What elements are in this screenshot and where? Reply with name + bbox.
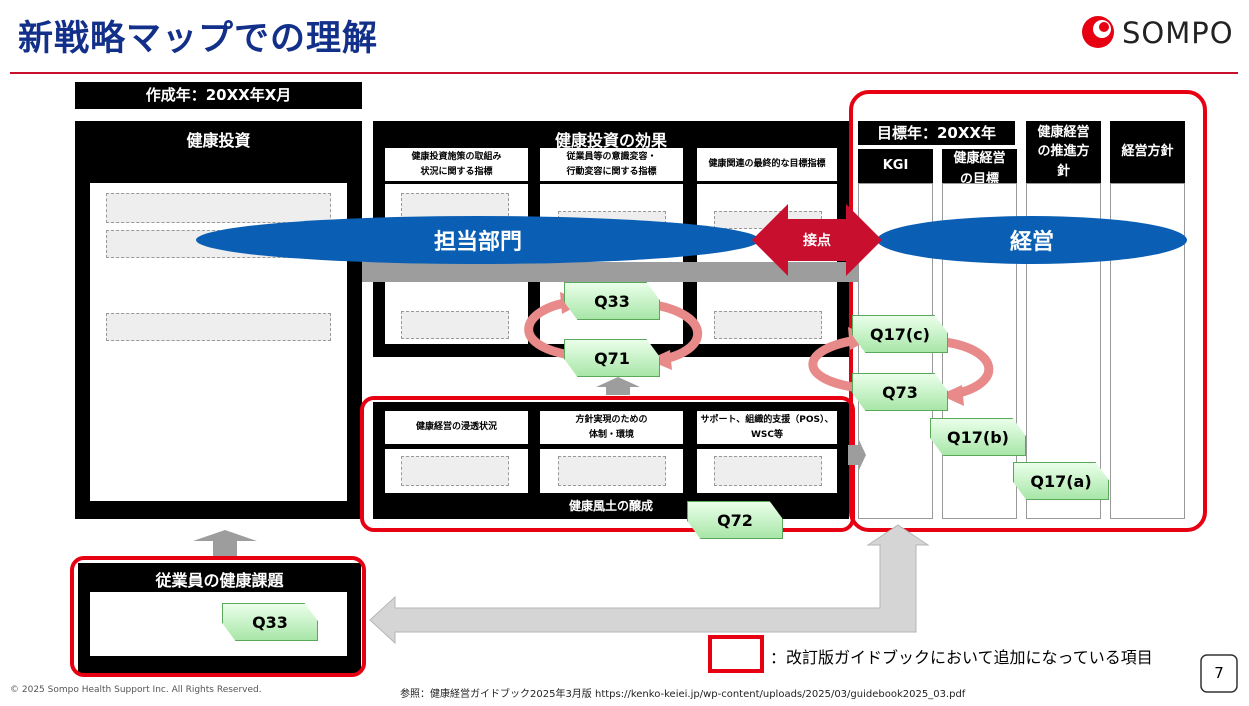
- gray-band: [362, 262, 858, 282]
- placeholder-box: [714, 311, 822, 339]
- effects-column-header: 健康関連の最終的な目標指標: [697, 148, 837, 181]
- q73-tag: Q73: [852, 373, 948, 411]
- up-arrow-icon: [596, 377, 640, 395]
- kgi-column-header: KGI: [858, 149, 933, 183]
- brand-logo-text: SOMPO: [1122, 16, 1234, 50]
- contact-label: 接点: [803, 233, 831, 249]
- reference-text: 参照：健康経営ガイドブック2025年3月版 https://kenko-keie…: [400, 689, 966, 700]
- up-arrow-icon: [193, 530, 257, 556]
- legend-text: ：改訂版ガイドブックにおいて追加になっている項目: [770, 648, 1153, 667]
- management-label: 経営: [1009, 230, 1054, 255]
- page-title: 新戦略マップでの理解: [18, 19, 379, 59]
- added-item-frame: [849, 90, 1207, 532]
- employee-issues-title: 従業員の健康課題: [155, 571, 284, 590]
- added-item-frame: [70, 556, 366, 677]
- management-policy-column-header: 経営方針: [1110, 121, 1185, 183]
- placeholder-box: [106, 193, 331, 223]
- copyright-text: © 2025 Sompo Health Support Inc. All Rig…: [10, 685, 262, 695]
- feedback-arrow-icon: [369, 524, 930, 645]
- cycle-arrow-icon: [808, 335, 861, 393]
- placeholder-box: [558, 456, 666, 486]
- effects-column-header: 健康投資施策の取組み 状況に関する指標: [385, 148, 528, 181]
- q17b-tag: Q17(b): [930, 418, 1026, 456]
- q71-tag: Q71: [564, 339, 660, 377]
- page-number-box: [1200, 654, 1238, 693]
- header-divider: [10, 72, 1238, 74]
- page-number: 7: [1214, 664, 1224, 682]
- department-ellipse: [196, 216, 760, 264]
- placeholder-box: [401, 456, 509, 486]
- target-year-label: 目標年：20XX年: [858, 121, 1015, 145]
- q72-tag: Q72: [687, 501, 783, 539]
- q33-tag: Q33: [564, 282, 660, 320]
- q17a-tag: Q17(a): [1013, 462, 1109, 500]
- department-label: 担当部門: [433, 230, 522, 255]
- q33-tag: Q33: [222, 603, 318, 641]
- culture-column-header: 健康経営の浸透状況: [385, 411, 528, 444]
- q17c-tag: Q17(c): [852, 315, 948, 353]
- created-year-label: 作成年：20XX年X月: [75, 82, 362, 109]
- culture-column-header: サポート、組織的支援（POS）、 WSC等: [697, 411, 837, 444]
- right-arrow-icon: [848, 438, 866, 472]
- placeholder-box: [106, 313, 331, 341]
- health-investment-title: 健康投資: [186, 131, 251, 150]
- cycle-arrow-icon: [654, 300, 703, 365]
- placeholder-box: [401, 311, 509, 339]
- culture-column-header: 方針実現のための 体制・環境: [540, 411, 683, 444]
- placeholder-box: [714, 456, 822, 486]
- legend-red-box: [708, 635, 764, 673]
- sompo-logo-icon: [1082, 16, 1114, 48]
- management-ellipse: [877, 216, 1187, 264]
- cycle-arrow-icon: [524, 297, 571, 360]
- cycle-arrow-icon: [944, 337, 994, 400]
- culture-footer-label: 健康風土の醸成: [568, 499, 653, 513]
- effects-title: 健康投資の効果: [554, 131, 667, 150]
- contact-double-arrow-icon: [752, 204, 882, 276]
- effects-column-header: 従業員等の意識変容・ 行動変容に関する指標: [540, 148, 683, 181]
- health-policy-column-header: 健康経営 の推進方 針: [1026, 121, 1101, 183]
